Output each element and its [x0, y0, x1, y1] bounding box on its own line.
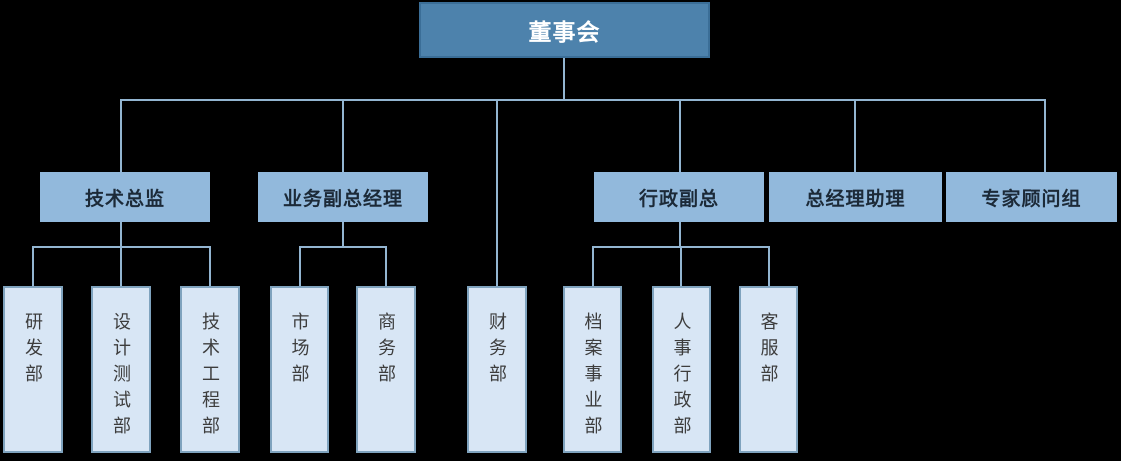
org-node-label: 市场部: [289, 312, 310, 390]
connector-line: [209, 248, 211, 286]
org-node-label: 档案事业部: [582, 312, 603, 442]
connector-line: [342, 222, 344, 248]
connector-line: [1044, 101, 1046, 172]
org-node-marketing: 市场部: [270, 286, 329, 453]
connector-line: [854, 101, 856, 172]
org-node-label: 财务部: [487, 312, 507, 390]
org-node-rnd: 研发部: [3, 286, 63, 453]
org-node-business-vp: 业务副总经理: [258, 172, 428, 222]
connector-line: [120, 101, 122, 172]
connector-line: [385, 248, 387, 286]
org-node-hr-admin: 人事行政部: [652, 286, 711, 453]
org-node-design-test: 设计测试部: [91, 286, 151, 453]
org-node-label: 人事行政部: [671, 312, 692, 442]
org-node-customer-service: 客服部: [739, 286, 798, 453]
org-node-gm-assistant: 总经理助理: [769, 172, 942, 222]
org-node-archives: 档案事业部: [563, 286, 622, 453]
org-node-admin-vp: 行政副总: [594, 172, 764, 222]
connector-line: [342, 101, 344, 172]
org-node-label: 商务部: [376, 312, 396, 390]
connector-line: [679, 222, 681, 248]
org-node-label: 专家顾问组: [981, 188, 1082, 210]
org-node-label: 技术工程部: [200, 312, 220, 442]
org-node-label: 研发部: [23, 312, 43, 390]
org-node-label: 董事会: [528, 19, 601, 45]
connector-line: [120, 99, 1046, 101]
org-node-label: 业务副总经理: [282, 188, 403, 210]
org-node-finance: 财务部: [467, 286, 527, 453]
connector-line: [768, 248, 770, 286]
connector-line: [299, 246, 387, 248]
org-node-label: 行政副总: [638, 188, 719, 210]
connector-line: [496, 101, 498, 286]
connector-line: [299, 248, 301, 286]
connector-line: [679, 101, 681, 172]
org-node-tech-director: 技术总监: [40, 172, 210, 222]
org-node-label: 技术总监: [84, 188, 165, 210]
org-node-label: 总经理助理: [805, 188, 906, 210]
org-node-tech-eng: 技术工程部: [180, 286, 240, 453]
org-node-label: 客服部: [758, 312, 779, 390]
org-node-commerce: 商务部: [356, 286, 416, 453]
org-node-board: 董事会: [419, 2, 710, 58]
connector-line: [680, 248, 682, 286]
connector-line: [32, 248, 34, 286]
connector-line: [120, 248, 122, 286]
connector-line: [592, 248, 594, 286]
connector-line: [120, 222, 122, 248]
org-node-label: 设计测试部: [111, 312, 131, 442]
connector-line: [563, 58, 565, 101]
connector-line: [592, 246, 770, 248]
org-node-expert-advisors: 专家顾问组: [946, 172, 1117, 222]
connector-line: [32, 246, 211, 248]
